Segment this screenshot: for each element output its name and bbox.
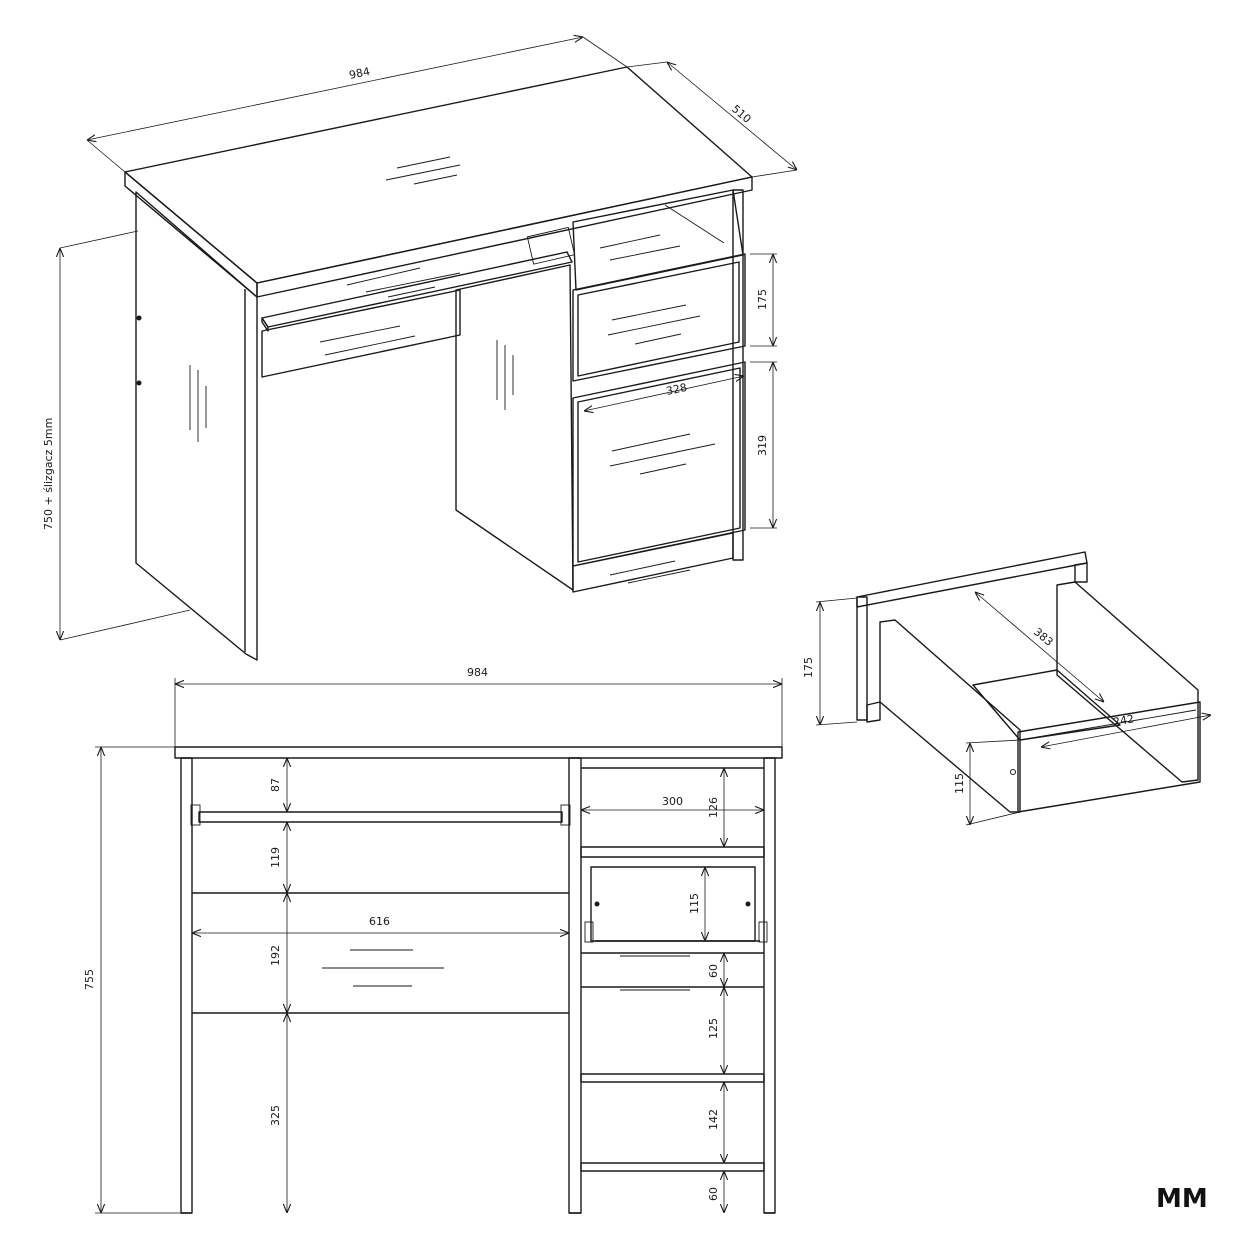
front-keyboard-tray [198,811,563,823]
front-left-leg [180,757,193,1214]
iso-height-label: 750 + ślizgacz 5mm [42,418,55,530]
leg-space-label: 325 [269,1105,282,1126]
front-desk-top [174,746,783,759]
cabinet-width-label: 300 [662,795,683,808]
keyboard-gap-label: 87 [269,778,282,792]
drawer-front-top [856,551,1088,608]
drawer-inner-label: 115 [688,893,701,914]
front-center-divider [568,757,582,1214]
iso-depth-label: 510 [729,102,753,125]
desk-top-edge-front [256,176,753,298]
cabinet-top-label: 126 [707,797,720,818]
iso-width-label: 984 [348,65,371,82]
desk-top-edge-left [124,171,258,298]
drawer-inner-width-label: 242 [1112,712,1135,729]
compartment1-label: 125 [707,1018,720,1039]
cabinet-side-panel [455,264,574,591]
front-drawer [590,866,756,942]
left-side-panel [135,191,258,661]
iso-drawer-height-label: 175 [756,289,769,310]
shelf-height-label: 192 [269,945,282,966]
shelf-width-label: 616 [369,915,390,928]
gap2-label: 60 [707,1187,720,1201]
gap1-label: 60 [707,964,720,978]
drawer-side-height-label: 115 [953,773,966,794]
front-right-leg [763,757,776,1214]
under-shelf [261,289,461,378]
drawer-back-panel [1017,701,1201,813]
keyboard-tray [261,251,573,328]
right-side-panel [732,189,744,561]
front-width-label: 984 [467,666,488,679]
front-view: 984 755 87 119 616 192 325 300 126 115 6… [83,666,783,1214]
open-compartment [572,189,744,291]
iso-drawer-width-label: 328 [665,381,688,398]
drawer-front [572,253,746,382]
drawer-front-height-label: 175 [802,657,815,678]
drawer-detail: 175 383 242 115 [802,551,1211,826]
iso-door-height-label: 319 [756,435,769,456]
isometric-desk: 984 510 750 + ślizgacz 5mm 175 328 319 [42,37,797,661]
keyboard-to-shelf-label: 119 [269,847,282,868]
compartment2-label: 142 [707,1109,720,1130]
plinth [572,532,734,593]
front-height-label: 755 [83,969,96,990]
drawer-bottom [972,669,1121,741]
drawer-right-side [1056,581,1199,783]
brand-logo: MM [1156,1184,1208,1214]
drawer-depth-label: 383 [1031,625,1055,648]
